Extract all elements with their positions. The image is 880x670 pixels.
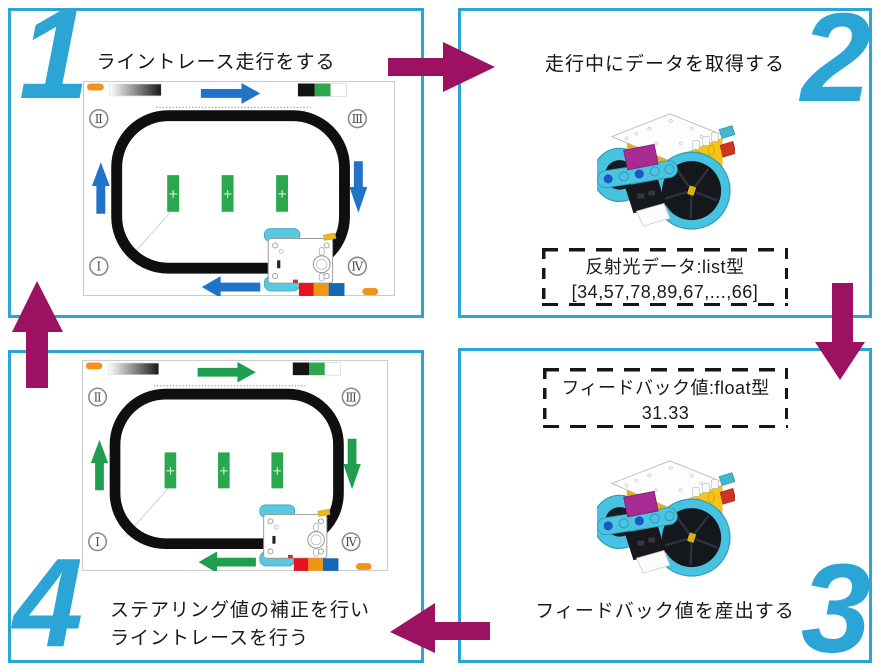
corner-label-III: Ⅲ [352, 112, 363, 126]
mat-direction-arrows [91, 83, 368, 296]
databox-reflectance-label: 反射光データ:list型 [585, 257, 745, 277]
mat-badge-top-left [86, 83, 104, 91]
corner-label-IV: Ⅳ [345, 536, 357, 549]
flow-arrow-up-icon [12, 281, 63, 388]
mat-calibration-black [297, 83, 315, 97]
mat-patch-crosses [166, 466, 282, 475]
mat-calibration-white [330, 83, 347, 97]
corner-label-IV: Ⅳ [351, 260, 364, 274]
mat-calibration-black [292, 362, 310, 376]
robot-red-part [719, 140, 735, 158]
mat-arrow-left-up-icon [90, 439, 109, 491]
robot-color-sensor [624, 179, 666, 214]
corner-label-II: Ⅱ [95, 112, 103, 126]
mat-gradient-scale [107, 362, 160, 375]
track-mat-image-blue: Ⅱ Ⅲ Ⅰ Ⅳ [83, 81, 395, 296]
mat-corner-labels: Ⅱ Ⅲ Ⅰ Ⅳ [95, 112, 365, 274]
databox-reflectance: 反射光データ:list型 [34,57,78,89,67,...,66] [542, 248, 788, 306]
mat-arrow-bottom-left-icon [198, 551, 256, 571]
panel-step2: 2 走行中にデータを取得する [458, 0, 872, 318]
mat-color-patches [298, 283, 345, 296]
corner-label-I: Ⅰ [96, 260, 101, 274]
track-mat-image-green: Ⅱ Ⅲ Ⅰ Ⅳ [82, 360, 388, 571]
mat-arrow-top-right-icon [197, 362, 256, 383]
flow-arrow-down-icon [815, 283, 865, 380]
flow-arrow-right-icon [388, 42, 495, 92]
robot-rear-sensor [718, 125, 735, 139]
mat-corner-circles [88, 387, 361, 552]
step-number-4: 4 [13, 532, 83, 670]
step1-title: ライントレース走行をする [96, 52, 336, 73]
panel-step4: 4 Ⅱ Ⅲ Ⅰ Ⅳ [8, 350, 424, 670]
robot-magenta-block [623, 143, 659, 171]
robot-image [597, 113, 735, 230]
step2-title: 走行中にデータを取得する [544, 54, 785, 75]
step4-caption-line2: ライントレースを行う [110, 628, 310, 649]
databox-feedback: フィードバック値:float型 31.33 [543, 368, 788, 428]
mat-arrow-right-down-icon [349, 161, 368, 213]
mat-arrow-top-right-icon [200, 83, 261, 104]
mat-corner-circles [89, 108, 368, 276]
mat-patch-crosses [169, 189, 287, 198]
robot-image [597, 460, 735, 577]
mat-arrow-bottom-left-icon [201, 276, 261, 296]
step4-caption: ステアリング値の補正を行い ライントレースを行う [110, 597, 370, 653]
databox-reflectance-value: [34,57,78,89,67,...,66] [571, 282, 759, 302]
databox-feedback-value: 31.33 [641, 403, 690, 423]
flow-arrow-left-icon [390, 603, 490, 653]
step3-caption: フィードバック値を産出する [535, 601, 795, 622]
mat-arrow-left-up-icon [91, 162, 110, 214]
panel-step1: 1 ライントレース走行をする Ⅱ Ⅲ Ⅰ [8, 0, 424, 318]
mat-badge-top-left [85, 362, 103, 370]
mat-direction-arrows [90, 362, 361, 571]
mat-track-loop [111, 110, 350, 274]
panel-step3: 3 フィードバック値:float型 31.33 [458, 348, 872, 670]
mat-calibration-green [309, 362, 325, 376]
mat-arrow-right-down-icon [343, 438, 361, 490]
corner-label-III: Ⅲ [345, 391, 356, 404]
corner-label-I: Ⅰ [95, 536, 100, 549]
mat-badge-bottom-right [362, 288, 379, 295]
mat-track-loop [109, 388, 344, 550]
mat-calibration-white [324, 362, 341, 376]
mat-calibration-green [314, 83, 331, 97]
corner-label-II: Ⅱ [94, 391, 102, 404]
robot-skid [635, 202, 671, 227]
mat-badge-bottom-right [355, 563, 372, 570]
step4-caption-line1: ステアリング値の補正を行い [110, 600, 371, 621]
mat-corner-labels: Ⅱ Ⅲ Ⅰ Ⅳ [94, 391, 358, 549]
mat-gradient-scale [109, 83, 162, 97]
databox-feedback-label: フィードバック値:float型 [561, 378, 770, 398]
mat-color-patches [293, 558, 339, 571]
mat-robot-top-view [263, 228, 337, 292]
robot-front-beam [597, 160, 678, 189]
